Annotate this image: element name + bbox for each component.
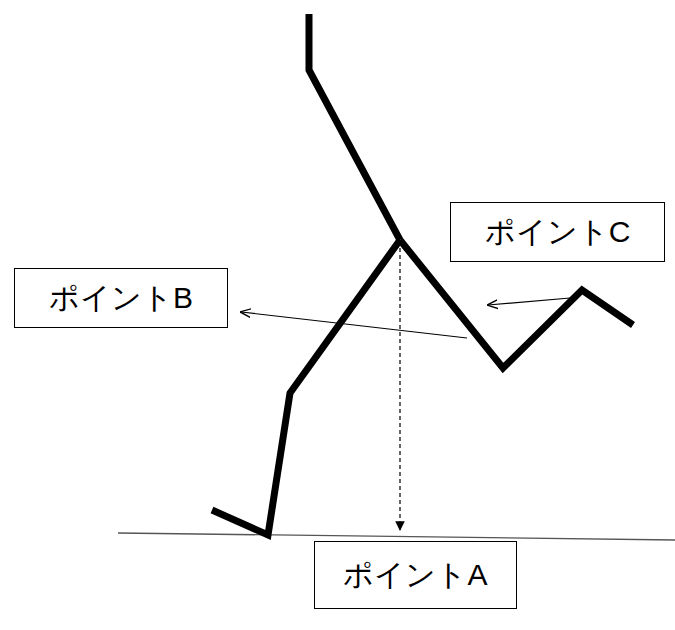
point-label: ポイントA bbox=[343, 557, 487, 593]
label-box: ポイントC bbox=[450, 202, 665, 262]
label-box: ポイントA bbox=[314, 541, 517, 609]
label-box: ポイントB bbox=[14, 268, 228, 328]
point-label: ポイントB bbox=[49, 280, 193, 316]
back-leg bbox=[212, 240, 400, 535]
ground-line bbox=[118, 533, 675, 540]
head-torso bbox=[309, 14, 400, 240]
leader-arrow bbox=[241, 312, 467, 338]
point-label: ポイントC bbox=[485, 214, 631, 250]
leader-arrow bbox=[488, 298, 570, 305]
vertical-dashed-arrow bbox=[399, 248, 400, 530]
